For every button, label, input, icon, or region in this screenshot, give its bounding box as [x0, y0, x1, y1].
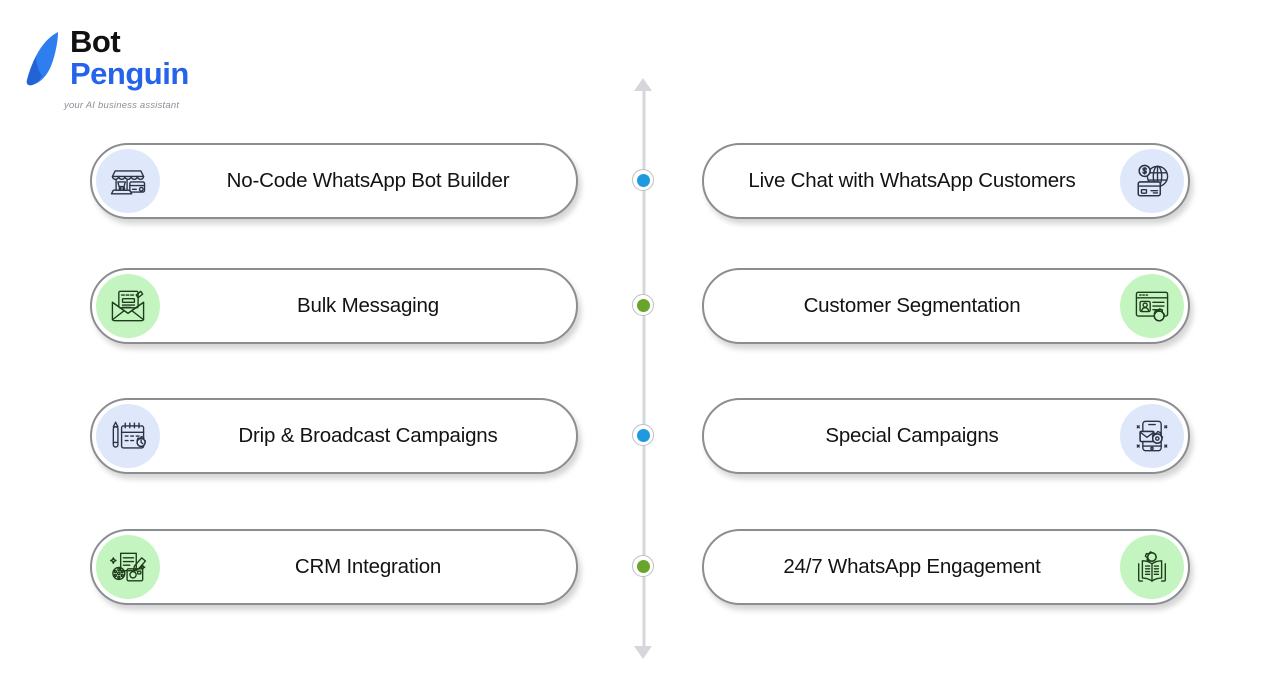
arrow-up-icon — [634, 78, 652, 91]
browser-user-gear-icon — [1120, 274, 1184, 338]
book-gear-icon — [1120, 535, 1184, 599]
timeline-node-core — [636, 173, 650, 187]
timeline-line — [642, 88, 646, 648]
logo-word-bot: Bot — [70, 24, 121, 59]
globe-dollar-card-icon — [1120, 149, 1184, 213]
feature-card-label: No-Code WhatsApp Bot Builder — [226, 169, 510, 192]
timeline-node-4[interactable] — [632, 555, 654, 577]
feature-card-customer-segmentation[interactable]: Customer Segmentation — [702, 268, 1190, 344]
logo-wordmark: Bot Penguin — [70, 26, 189, 89]
arrow-down-icon — [634, 646, 652, 659]
feature-card-label: Drip & Broadcast Campaigns — [238, 424, 498, 447]
feature-card-247-whatsapp-engagement[interactable]: 24/7 WhatsApp Engagement — [702, 529, 1190, 605]
timeline-node-core — [636, 428, 650, 442]
feature-card-no-code-whatsapp-bot-builder[interactable]: No-Code WhatsApp Bot Builder — [90, 143, 578, 219]
timeline-node-1[interactable] — [632, 169, 654, 191]
logo-word-penguin: Penguin — [70, 56, 189, 91]
mobile-envelope-gear-icon — [1120, 404, 1184, 468]
feature-card-crm-integration[interactable]: CRM Integration — [90, 529, 578, 605]
envelope-letter-icon — [96, 274, 160, 338]
timeline-node-core — [636, 559, 650, 573]
feature-card-label: Bulk Messaging — [297, 294, 439, 317]
feature-card-live-chat-with-whatsapp-customers[interactable]: Live Chat with WhatsApp Customers — [702, 143, 1190, 219]
feature-card-label: Special Campaigns — [825, 424, 999, 447]
timeline-node-core — [636, 298, 650, 312]
feature-card-label: Live Chat with WhatsApp Customers — [748, 169, 1076, 192]
feature-card-bulk-messaging[interactable]: Bulk Messaging — [90, 268, 578, 344]
feature-card-drip-broadcast-campaigns[interactable]: Drip & Broadcast Campaigns — [90, 398, 578, 474]
timeline-node-2[interactable] — [632, 294, 654, 316]
timeline-node-3[interactable] — [632, 424, 654, 446]
logo-tagline: your AI business assistant — [64, 100, 180, 111]
feature-card-label: 24/7 WhatsApp Engagement — [783, 555, 1041, 578]
penguin-logo-icon — [20, 30, 64, 93]
feature-card-label: CRM Integration — [294, 555, 442, 578]
center-timeline — [632, 78, 654, 659]
calendar-gear-clock-icon — [96, 404, 160, 468]
feature-card-label: Customer Segmentation — [803, 294, 1021, 317]
feature-card-special-campaigns[interactable]: Special Campaigns — [702, 398, 1190, 474]
botpenguin-logo: Bot Penguin your AI business assistant — [18, 22, 218, 111]
storefront-cart-card-icon — [96, 149, 160, 213]
document-pencil-media-icon — [96, 535, 160, 599]
